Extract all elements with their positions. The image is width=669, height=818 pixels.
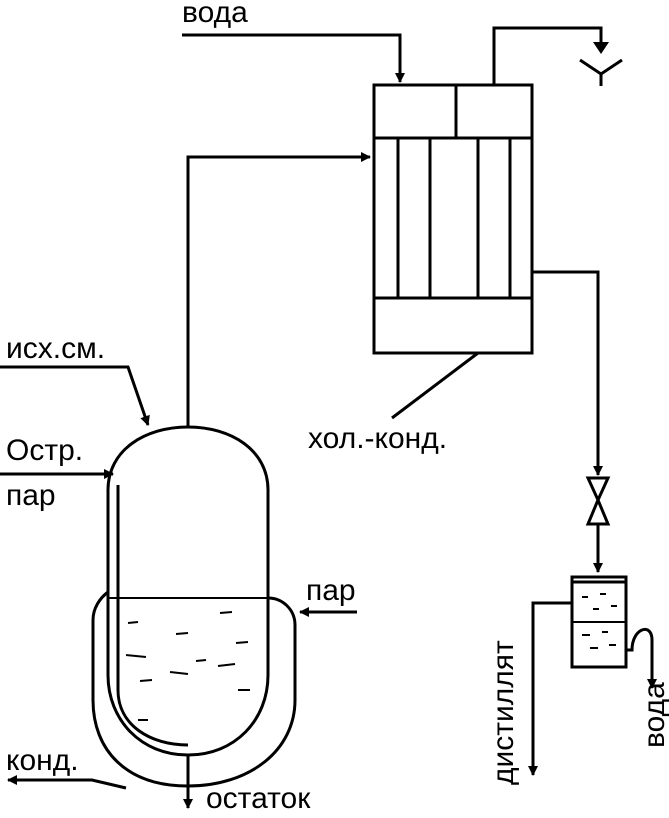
label-residue: остаток xyxy=(206,782,311,815)
label-live-steam: Остр. xyxy=(6,434,83,467)
water-out-line xyxy=(492,26,603,85)
water-in-line xyxy=(182,33,405,83)
cooler-condenser xyxy=(372,83,534,355)
label-distillate: дистиллят xyxy=(487,640,520,785)
vapor-pipe xyxy=(186,152,371,427)
distillate-out-line xyxy=(528,601,572,776)
label-live-steam-2: пар xyxy=(6,479,56,512)
drain-funnel-icon xyxy=(579,42,623,86)
label-cooler-condenser: хол.-конд. xyxy=(308,422,447,455)
still-vessel xyxy=(106,425,270,757)
valve-icon[interactable] xyxy=(585,476,611,526)
steam-jacket xyxy=(91,590,297,788)
condenser-leader-line xyxy=(391,351,479,420)
label-water-out: вода xyxy=(638,682,669,748)
label-jacket-steam: пар xyxy=(306,574,356,607)
water-separator-out-line xyxy=(626,627,657,689)
label-water-in: вода xyxy=(182,0,248,29)
condensate-line xyxy=(7,775,127,790)
liquid-marks xyxy=(125,611,250,721)
label-condensate: конд. xyxy=(6,744,79,777)
feed-line xyxy=(0,365,150,426)
distillate-line xyxy=(532,270,603,476)
label-feed-mixture: исх.см. xyxy=(6,332,105,365)
receiver xyxy=(570,575,628,669)
